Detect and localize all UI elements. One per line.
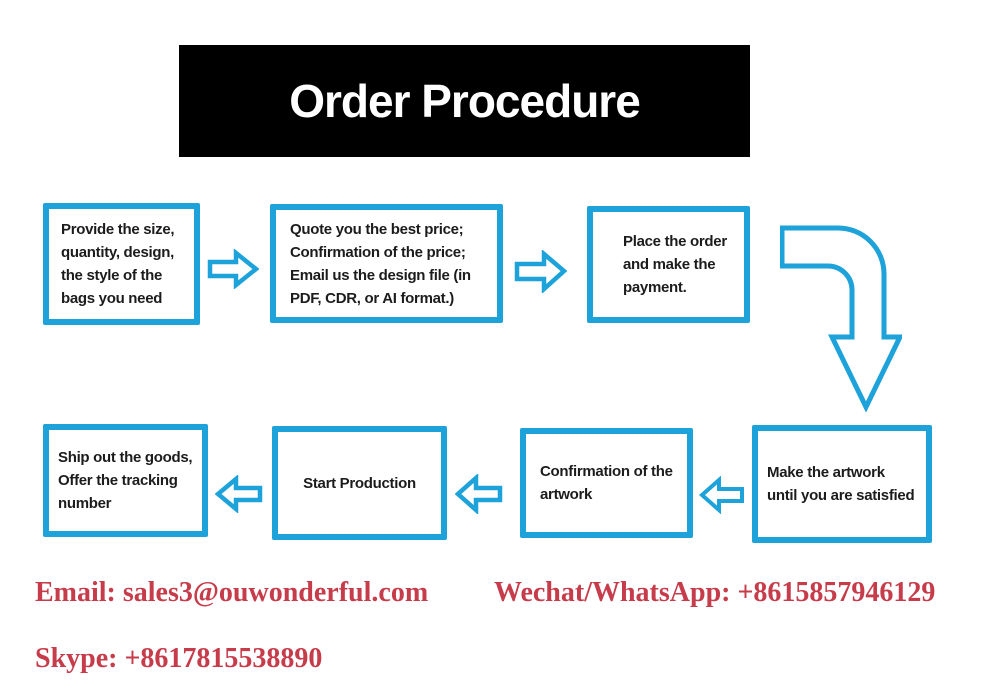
skype-contact: Skype: +8617815538890 (35, 643, 323, 674)
arrow-right-icon (207, 249, 259, 289)
flow-step-label: Place the order and make the payment. (623, 233, 727, 296)
flow-step-label: Provide the size, quantity, design, the … (61, 221, 175, 307)
flow-step-ship-goods: Ship out the goods, Offer the tracking n… (43, 424, 208, 537)
flow-step-label: Ship out the goods, Offer the tracking n… (58, 449, 193, 512)
flow-step-quote-price: Quote you the best price; Confirmation o… (270, 204, 503, 323)
arrow-down-elbow-icon (780, 222, 902, 412)
arrow-left-icon (215, 475, 263, 513)
flow-step-confirm-artwork: Confirmation of the artwork (520, 428, 693, 538)
flow-step-label: Confirmation of the artwork (540, 463, 673, 503)
flow-step-label: Start Production (303, 474, 416, 492)
email-contact: Email: sales3@ouwonderful.com (35, 577, 429, 608)
flow-step-label: Quote you the best price; Confirmation o… (290, 220, 471, 307)
flow-step-provide-requirements: Provide the size, quantity, design, the … (43, 203, 200, 325)
flow-step-start-production: Start Production (272, 426, 447, 540)
flow-step-make-artwork: Make the artwork until you are satisfied (752, 425, 932, 543)
flow-step-label: Make the artwork until you are satisfied (767, 464, 915, 504)
page-title: Order Procedure (289, 75, 641, 127)
flow-step-place-order: Place the order and make the payment. (587, 206, 750, 323)
title-banner: Order Procedure (179, 45, 750, 157)
arrow-right-icon (514, 250, 567, 293)
arrow-left-icon (699, 476, 745, 514)
wechat-whatsapp-contact: Wechat/WhatsApp: +8615857946129 (494, 577, 936, 608)
arrow-left-icon (455, 474, 503, 514)
